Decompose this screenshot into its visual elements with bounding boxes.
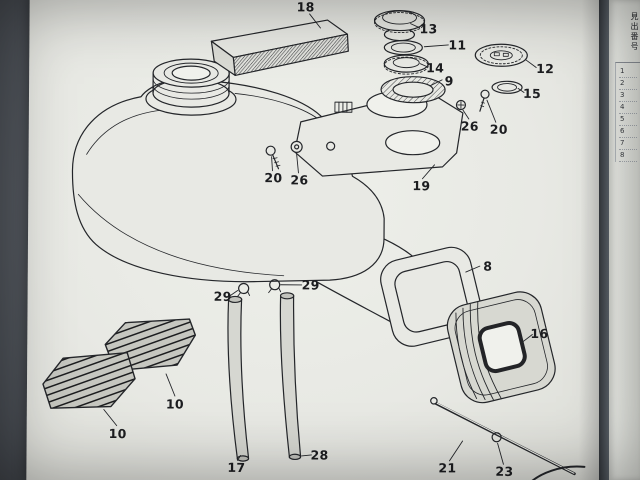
callout-11: 11	[448, 37, 467, 53]
callout-26-left: 26	[290, 172, 309, 188]
callout-16: 16	[530, 325, 549, 342]
index-number: 4	[619, 102, 637, 114]
callout-29-right: 29	[301, 277, 320, 293]
drain-rod	[430, 397, 586, 480]
callout-29-left: 29	[213, 288, 232, 304]
filler-neck	[145, 58, 237, 116]
mounting-bracket	[294, 90, 464, 177]
callout-8: 8	[483, 258, 493, 274]
callout-12: 12	[536, 61, 555, 77]
bolt-right	[479, 89, 490, 112]
rubber-mount-lower	[42, 351, 136, 409]
fuel-tube-17	[227, 295, 250, 462]
callout-9: 9	[444, 73, 454, 89]
leader-lines	[103, 13, 537, 465]
callout-17: 17	[227, 459, 246, 476]
callout-10-upper: 10	[165, 396, 184, 412]
tank-top-cover	[210, 19, 349, 77]
callout-10-lower: 10	[108, 426, 127, 442]
book-gutter	[599, 0, 609, 480]
index-number: 1	[619, 66, 637, 78]
cap-packing	[380, 76, 446, 104]
index-number: 2	[619, 78, 637, 90]
callout-14: 14	[426, 60, 445, 76]
adjacent-page-strip: 見出番号 1 2 3 4 5 6 7 8	[609, 0, 640, 480]
callout-28: 28	[310, 447, 329, 463]
index-number: 6	[619, 126, 637, 138]
index-number: 5	[619, 114, 637, 126]
callout-19: 19	[412, 178, 431, 194]
fuel-tube-28	[279, 292, 302, 461]
callout-15: 15	[522, 85, 542, 102]
washer-left	[290, 140, 303, 153]
bolt-left	[265, 145, 281, 170]
hose-clamps	[237, 279, 282, 297]
screw-right	[455, 99, 467, 111]
callout-23: 23	[495, 463, 514, 479]
callout-26-right: 26	[460, 118, 479, 134]
cap-cover	[474, 43, 528, 67]
cap-gasket	[491, 80, 523, 94]
callout-13: 13	[419, 21, 438, 37]
index-number: 3	[619, 90, 637, 102]
callout-21: 21	[438, 460, 457, 476]
exploded-parts-diagram	[42, 9, 586, 480]
callout-18: 18	[296, 0, 315, 15]
index-column-header: 見出番号	[630, 12, 639, 52]
index-number: 8	[619, 150, 637, 162]
index-number: 7	[619, 138, 637, 150]
fuel-cap-assembly	[373, 9, 429, 75]
rubber-cushion	[446, 291, 556, 404]
catalog-page: 18 13 11 14 9 12 15 26 20 20 26 19 8 16 …	[26, 0, 608, 480]
index-number-column: 1 2 3 4 5 6 7 8	[615, 62, 640, 162]
callout-20-right: 20	[489, 121, 508, 137]
callout-20-left: 20	[264, 170, 283, 186]
